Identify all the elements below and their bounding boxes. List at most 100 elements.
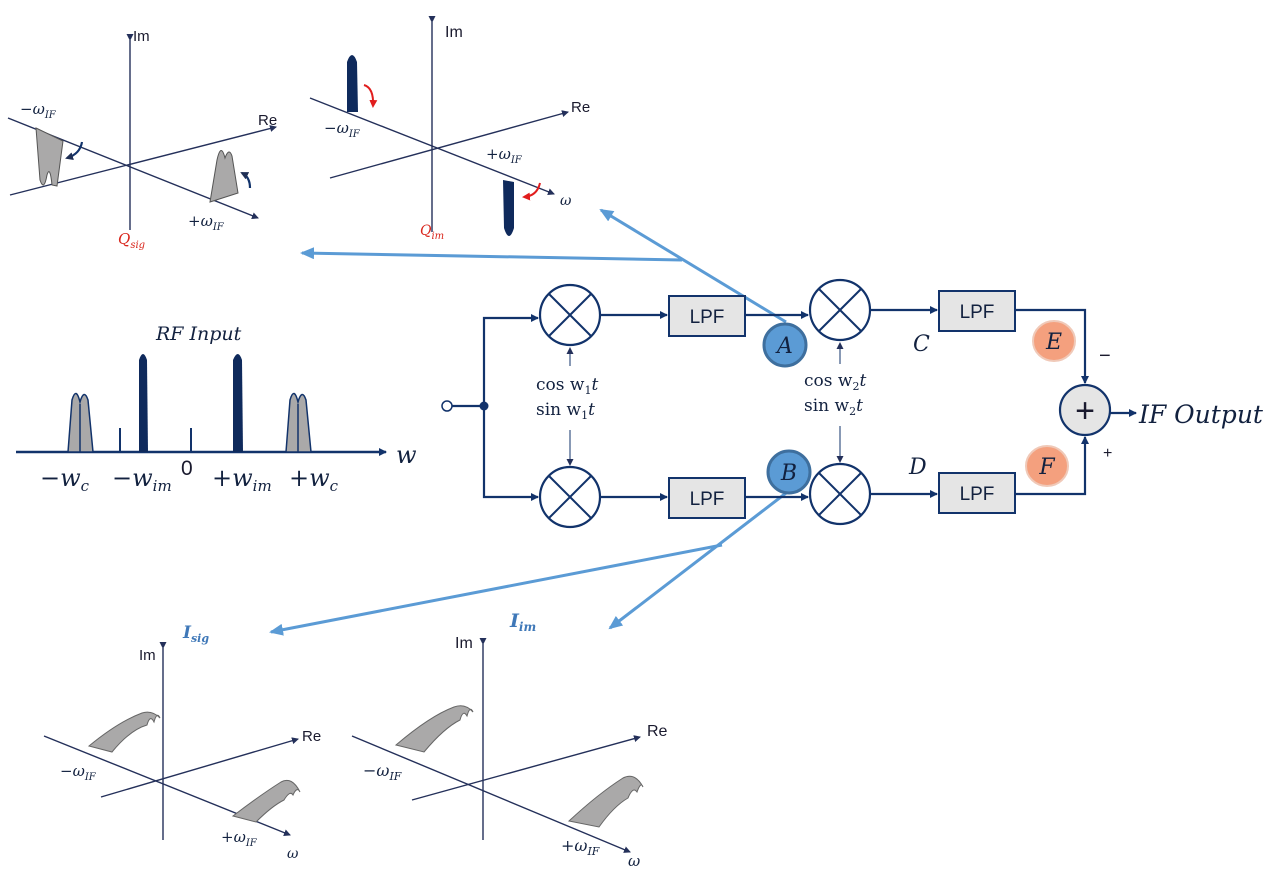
tick-main: −w <box>40 464 81 492</box>
re-axis <box>411 735 641 801</box>
rotation-arrow-neg <box>65 141 84 161</box>
block-diagram: cos w1t sin w1t LPF LPF cos w2 <box>441 278 1264 529</box>
top-left-plot: Im Re −ωIF +ωIF Qsig <box>7 28 277 251</box>
lo2-sin-sub: 2 <box>849 405 856 418</box>
pos-omega-sub: IF <box>510 155 523 166</box>
wire-to-mixer1-bottom <box>482 406 539 501</box>
image-spectrum-pos <box>503 180 514 236</box>
im-label: Im <box>139 647 156 664</box>
node-c-label: C <box>913 332 930 357</box>
re-label: Re <box>647 723 668 740</box>
lo1-cos-t: t <box>591 375 598 395</box>
node-f-badge: F <box>1025 445 1069 487</box>
node-e-badge: E <box>1032 320 1076 362</box>
neg-omega-label: −ωIF <box>324 119 361 140</box>
neg-omega-main: −ω <box>324 119 349 137</box>
top-mid-plot: Im Re −ωIF +ωIF ω Qim <box>309 16 590 242</box>
pos-omega-label: +ωIF <box>188 212 225 233</box>
rf-title: RF Input <box>155 323 242 345</box>
omega-axis <box>309 97 555 196</box>
tick-label-pos-im: +wim <box>212 464 272 495</box>
tick-label-neg-im: −wim <box>112 464 172 495</box>
lo1-sin-main: sin w <box>536 400 582 420</box>
node-a-badge: A <box>762 322 808 368</box>
lo2-cos: cos w2t <box>804 371 866 393</box>
re-axis <box>100 737 299 798</box>
spectrum-pos <box>567 775 644 828</box>
neg-main: −ω <box>363 761 389 780</box>
pos-omega-label: +ωIF <box>486 145 523 166</box>
spectrum-neg <box>87 711 161 753</box>
im-label: Im <box>455 635 473 652</box>
lpf-2-bottom: LPF <box>938 472 1016 514</box>
pos-main: +ω <box>561 836 587 855</box>
spectrum-neg <box>35 127 64 187</box>
q-sig-sub: sig <box>130 240 145 251</box>
pos-main: +ω <box>221 828 246 846</box>
rotation-arrow-pos <box>522 182 541 201</box>
mixer-2-top <box>808 278 872 342</box>
wire-to-summer-top <box>1015 308 1089 384</box>
image-neg <box>139 354 148 452</box>
node-f-label: F <box>1038 455 1055 480</box>
pos-omega-main: +ω <box>486 145 511 163</box>
rotation-arrow-neg <box>363 84 378 108</box>
wire-to-mixer1-top <box>482 314 539 406</box>
arrow-to-i-im <box>608 488 791 630</box>
pos-sub: IF <box>245 838 258 849</box>
re-label: Re <box>571 99 590 116</box>
mixer-2-bottom <box>808 462 872 526</box>
tick-label-pos-c: +wc <box>289 464 339 495</box>
sum-symbol: + <box>1075 392 1095 430</box>
lo1-sin-sub: 1 <box>581 409 588 422</box>
lpf-1-top: LPF <box>668 295 746 337</box>
lo1-sin: sin w1t <box>536 400 595 422</box>
w-axis-label: w <box>396 441 417 469</box>
re-label: Re <box>258 112 277 129</box>
tick-main: +w <box>212 464 253 492</box>
node-b-label: B <box>780 461 797 486</box>
omega-label: ω <box>560 193 572 209</box>
lpf-1-bottom: LPF <box>668 477 746 519</box>
if-output-label: IF Output <box>1138 400 1264 429</box>
im-label: Im <box>133 28 150 45</box>
tick-label-zero: 0 <box>181 457 193 480</box>
image-pos <box>233 354 243 452</box>
tick-main: −w <box>112 464 153 492</box>
pos-omega-sub: IF <box>212 222 225 233</box>
neg-main: −ω <box>60 762 85 780</box>
arrow-to-q-im <box>599 208 787 324</box>
lo2-cos-main: cos w <box>804 371 853 391</box>
neg-omega-label: −ωIF <box>20 100 57 121</box>
tick-main: +w <box>289 464 330 492</box>
lo1-cos: cos w1t <box>536 375 598 397</box>
neg-omega-sub: IF <box>348 129 361 140</box>
tick-sub: im <box>153 477 172 495</box>
lo1-cos-main: cos w <box>536 375 585 395</box>
tick-label-neg-c: −wc <box>40 464 90 495</box>
rotation-arrow-pos <box>240 172 252 189</box>
spectrum-pos <box>209 150 239 203</box>
re-label: Re <box>302 728 321 745</box>
i-sig-title: Isig <box>182 623 209 645</box>
pos-omega-label: +ωIF <box>221 828 258 849</box>
node-b-badge: B <box>766 449 812 495</box>
lpf-label: LPF <box>960 302 995 323</box>
bottom-right-plot: Iim Im Re −ωIF +ωIF ω <box>351 610 668 870</box>
pos-omega-main: +ω <box>188 212 213 230</box>
q-sig-main: Q <box>118 230 130 248</box>
arrow-to-i-sig <box>269 543 723 636</box>
node-a-label: A <box>775 334 793 359</box>
q-im-main: Q <box>420 223 432 239</box>
lo2-sin-t: t <box>856 396 863 416</box>
wire-to-summer-bottom <box>1015 436 1089 496</box>
lo1-cos-sub: 1 <box>584 384 591 397</box>
tick-sub: c <box>330 477 339 495</box>
neg-sub: IF <box>84 772 97 783</box>
lo2-cos-sub: 2 <box>852 380 859 393</box>
lo2-cos-t: t <box>859 371 866 391</box>
re-axis <box>329 110 569 179</box>
q-im-sub: im <box>431 231 444 242</box>
title-main: I <box>509 610 520 632</box>
image-spectrum-neg <box>347 55 358 112</box>
